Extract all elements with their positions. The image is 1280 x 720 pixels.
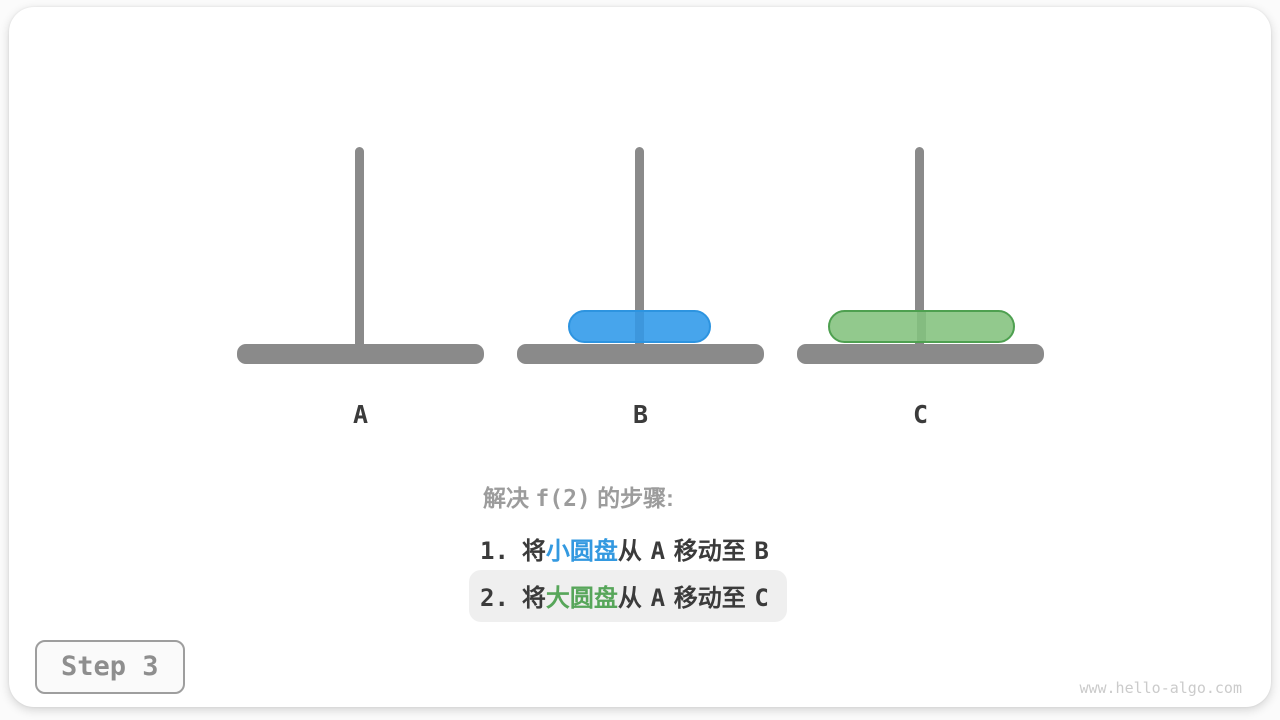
peg-c-pole [915,147,924,353]
peg-c-label: C [912,400,929,429]
peg-b-label: B [632,400,649,429]
steps-heading-pre: 解决 [483,485,536,511]
site-watermark: www.hello-algo.com [1079,679,1242,697]
step-2-action: 将 [521,585,546,612]
step-2-src-peg: A [650,584,666,612]
large-disk [828,310,1015,343]
step-row-2-highlighted: 2. 将大圆盘从 A 移动至 C [469,570,787,622]
step-2-disk-word: 大圆盘 [545,585,618,612]
step-1-from-word: 从 [617,538,649,565]
step-row-1: 1. 将小圆盘从 A 移动至 B [480,531,771,566]
peg-b-base [517,344,764,364]
small-disk [568,310,711,343]
step-2-to-word: 移动至 [667,585,753,612]
step-1-number: 1. [480,537,509,565]
step-2-number: 2. [480,584,509,612]
peg-c-base [797,344,1044,364]
step-1-to-word: 移动至 [667,538,753,565]
step-counter-badge: Step 3 [35,640,185,694]
peg-a-label: A [352,400,369,429]
steps-heading: 解决 f(2) 的步骤: [483,479,674,513]
step-1-action: 将 [521,538,546,565]
peg-a-base [237,344,484,364]
step-2-dst-peg: C [754,584,769,612]
step-2-from-word: 从 [617,585,649,612]
steps-heading-post: 的步骤: [590,485,674,511]
step-1-disk-word: 小圆盘 [545,538,618,565]
peg-a-pole [355,147,364,353]
step-1-src-peg: A [650,537,666,565]
peg-b-pole [635,147,644,353]
steps-heading-fn: f(2) [535,486,591,512]
step-1-dst-peg: B [754,537,769,565]
